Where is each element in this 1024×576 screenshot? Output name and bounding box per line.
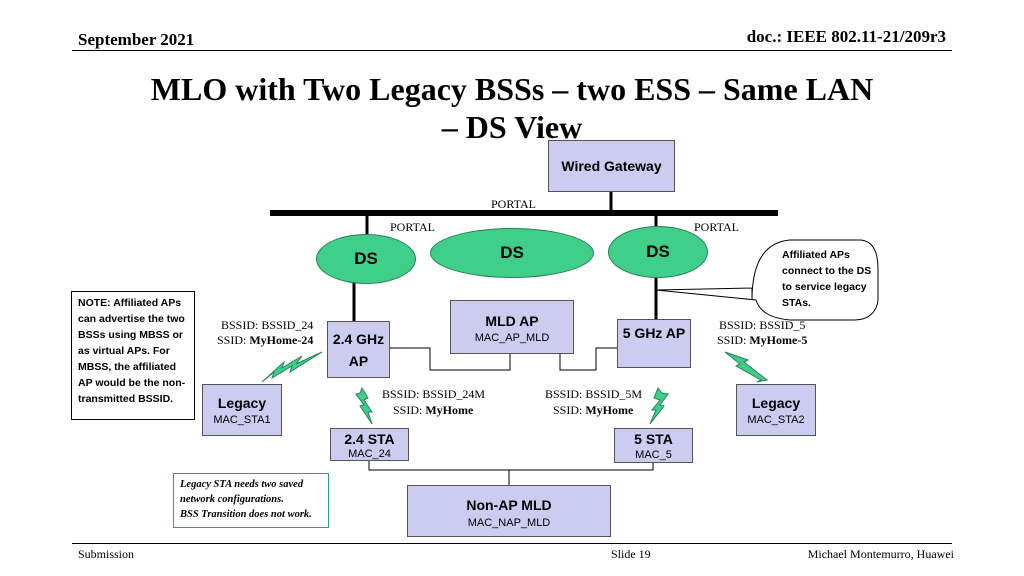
mld-ap-mac: MAC_AP_MLD: [474, 332, 550, 344]
link24-ssid-value: MyHome: [425, 403, 474, 417]
non-ap-mld-mac: MAC_NAP_MLD: [467, 517, 551, 529]
link24-ssid-prefix: SSID:: [393, 403, 426, 417]
sta24-to-nonap: [368, 460, 510, 485]
non-ap-mld-box: Non-AP MLD MAC_NAP_MLD: [407, 485, 611, 537]
bolt-sta5-icon: [649, 387, 669, 425]
sta-5-box: 5 STA MAC_5: [614, 428, 693, 463]
callout-text: Affiliated APs connect to the DS to serv…: [782, 249, 872, 309]
link24-ssid: SSID: MyHome: [393, 403, 473, 417]
mld-ap-name: MLD AP: [485, 313, 539, 329]
slide-title-line2: – DS View: [441, 109, 583, 145]
wired-gateway-box: Wired Gateway: [548, 140, 675, 192]
slide-title-line1: MLO with Two Legacy BSSs – two ESS – Sam…: [150, 71, 874, 107]
mldap-to-ap5: [559, 347, 617, 371]
ap24-ssid: SSID: MyHome-24: [217, 333, 313, 347]
legacy-sta-note-line1: Legacy STA needs two saved network confi…: [180, 479, 304, 505]
sta-24-box: 2.4 STA MAC_24: [330, 428, 409, 461]
mld-ap-box: MLD AP MAC_AP_MLD: [450, 300, 574, 354]
link5-bssid: BSSID: BSSID_5M: [545, 387, 643, 401]
sta-24-name: 2.4 STA: [344, 431, 395, 447]
ds-center: DS: [430, 228, 594, 278]
ap24-ssid-prefix: SSID:: [217, 333, 250, 347]
ds-right: DS: [608, 226, 708, 278]
ds-right-label: DS: [646, 242, 670, 261]
bolt-legacy2-icon: [724, 351, 769, 383]
legacy-sta1-mac: MAC_STA1: [213, 414, 271, 426]
footer-slide-number: Slide 19: [611, 547, 651, 561]
footer-submission: Submission: [78, 547, 135, 561]
ap24-to-mldap: [390, 347, 511, 371]
sta-5-name: 5 STA: [634, 431, 673, 447]
legacy-sta1-name: Legacy: [217, 395, 267, 411]
callout-bubble: [655, 239, 879, 321]
legacy-sta1-box: Legacy MAC_STA1: [202, 384, 282, 436]
affiliated-ap-note: NOTE: Affiliated APs can advertise the t…: [71, 291, 195, 420]
portal-label-right: PORTAL: [694, 220, 739, 234]
header-doc-id: doc.: IEEE 802.11-21/209r3: [746, 27, 946, 46]
footer-author: Michael Montemurro, Huawei: [807, 547, 954, 561]
link5-ssid: SSID: MyHome: [553, 403, 633, 417]
ap-24ghz-name: 2.4 GHz AP: [332, 331, 385, 369]
non-ap-mld-name: Non-AP MLD: [466, 497, 552, 513]
sta5-to-nonap: [509, 463, 654, 471]
ap5-ssid: SSID: MyHome-5: [717, 333, 807, 347]
ap-24ghz-box: 2.4 GHz AP: [327, 321, 390, 378]
ap24-bssid: BSSID: BSSID_24: [221, 318, 314, 332]
portal-label-top: PORTAL: [491, 197, 536, 211]
ap-5ghz-name: 5 GHz AP: [622, 325, 686, 341]
ds-center-label: DS: [500, 243, 524, 262]
sta-24-mac: MAC_24: [348, 448, 391, 460]
legacy-sta2-name: Legacy: [751, 395, 801, 411]
sta-5-mac: MAC_5: [635, 449, 672, 461]
link5-ssid-value: MyHome: [585, 403, 634, 417]
wired-gateway-label: Wired Gateway: [561, 158, 662, 174]
legacy-sta2-mac: MAC_STA2: [747, 414, 805, 426]
ap5-ssid-value: MyHome-5: [749, 333, 808, 347]
footer-rule: [72, 543, 952, 544]
ap-5ghz-box: 5 GHz AP: [617, 319, 691, 368]
ds-left: DS: [316, 234, 416, 284]
link5-ssid-prefix: SSID:: [553, 403, 586, 417]
legacy-sta2-box: Legacy MAC_STA2: [736, 384, 816, 436]
link24-bssid: BSSID: BSSID_24M: [382, 387, 486, 401]
portal-bus: [270, 210, 778, 216]
header-date: September 2021: [78, 30, 195, 49]
legacy-sta-note: Legacy STA needs two saved network confi…: [173, 473, 329, 528]
ap5-ssid-prefix: SSID:: [717, 333, 750, 347]
bolt-sta24-icon: [355, 386, 373, 425]
slide-title: MLO with Two Legacy BSSs – two ESS – Sam…: [80, 70, 944, 146]
ap24-ssid-value: MyHome-24: [249, 333, 314, 347]
header-rule: [72, 50, 952, 51]
legacy-sta-note-line2: BSS Transition does not work.: [180, 509, 312, 520]
portal-label-left: PORTAL: [390, 220, 435, 234]
ap5-bssid: BSSID: BSSID_5: [719, 318, 806, 332]
bolt-legacy1-icon: [261, 351, 323, 383]
ds-left-label: DS: [354, 249, 378, 268]
